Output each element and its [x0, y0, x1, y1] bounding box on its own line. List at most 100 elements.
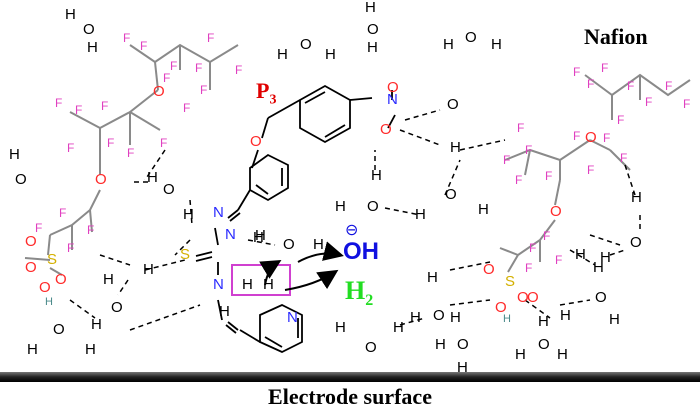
atom-label-o: O [365, 339, 377, 356]
hydroxide-label: OH [343, 238, 379, 265]
atom-label-s: S [180, 246, 191, 263]
atom-label-f: F [529, 241, 537, 255]
atom-label-h: H [183, 206, 194, 223]
atom-label-h: H [219, 303, 230, 320]
atom-label-h: H [393, 319, 404, 336]
atom-label-o: O [15, 171, 27, 188]
atom-label-f: F [123, 31, 131, 45]
electrode-bar [0, 372, 700, 382]
atom-label-f: F [35, 221, 43, 235]
hydrogen-bonds [69, 109, 641, 331]
atom-label-h: H [91, 316, 102, 333]
atom-label-f: F [87, 223, 95, 237]
atom-label-f: F [525, 143, 533, 157]
atom-label-hsmall: H [503, 313, 511, 325]
atom-label-n: N [213, 204, 224, 221]
atom-label-f: F [587, 163, 595, 177]
atom-label-f: F [620, 151, 628, 165]
atom-label-s: S [505, 273, 516, 290]
reaction-arrows [259, 241, 344, 291]
atom-label-f: F [627, 79, 635, 93]
atom-label-o: O [445, 186, 457, 203]
atom-label-o: O [283, 236, 295, 253]
atom-label-o: O [300, 36, 312, 53]
atom-label-n: N [287, 309, 298, 326]
atom-label-f: F [573, 129, 581, 143]
atom-label-f: F [683, 97, 691, 111]
atom-label-h: H [9, 146, 20, 163]
atom-label-h: H [143, 261, 154, 278]
atom-label-h: H [450, 139, 461, 156]
atom-label-o: O [25, 233, 37, 250]
atom-label-f: F [555, 253, 563, 267]
atom-label-o: O [447, 96, 459, 113]
atom-label-h: H [435, 336, 446, 353]
atom-label-h: H [491, 36, 502, 53]
atom-label-o: O [153, 83, 165, 100]
atom-label-h: H [147, 169, 158, 186]
atom-label-o: O [380, 121, 392, 138]
atom-label-h: H [478, 201, 489, 218]
right-nafion-backbone [499, 73, 691, 273]
atom-label-f: F [235, 63, 243, 77]
atom-label-h: H [515, 346, 526, 363]
atom-label-o: O [25, 259, 37, 276]
hydrogen-gas-label: H2 [345, 276, 373, 310]
atom-label-f: F [545, 169, 553, 183]
atom-label-h: H [27, 341, 38, 358]
atom-label-o: O [527, 289, 539, 306]
atom-label-o: O [53, 321, 65, 338]
atom-label-n: N [213, 276, 224, 293]
atom-label-o: O [495, 299, 507, 316]
atom-label-o: O [433, 307, 445, 324]
atom-label-hsmall: H [45, 296, 53, 308]
atom-label-o: O [111, 299, 123, 316]
atom-label-h: H [253, 229, 264, 246]
atom-label-h: H [443, 36, 454, 53]
atom-label-f: F [517, 121, 525, 135]
atom-label-f: F [587, 77, 595, 91]
atom-label-o: O [465, 29, 477, 46]
atom-label-f: F [207, 31, 215, 45]
atom-label-f: F [170, 59, 178, 73]
atom-label-h: H [371, 167, 382, 184]
atom-label-h: H [367, 39, 378, 56]
atom-label-h: H [557, 346, 568, 363]
atom-label-f: F [67, 141, 75, 155]
hydroxide-charge: ⊖ [345, 222, 359, 239]
atom-label-h: H [242, 276, 253, 293]
atom-label-f: F [160, 136, 168, 150]
atom-label-f: F [55, 96, 63, 110]
atom-label-h: H [575, 246, 586, 263]
atom-label-h: H [85, 341, 96, 358]
atom-label-h: H [87, 39, 98, 56]
nafion-label: Nafion [584, 24, 648, 49]
atom-label-h: H [631, 189, 642, 206]
atom-label-h: H [450, 309, 461, 326]
nitro-bonds [387, 90, 396, 129]
atom-label-f: F [163, 71, 171, 85]
left-nafion-backbone [24, 43, 239, 276]
atom-label-h: H [560, 307, 571, 324]
atom-label-f: F [140, 39, 148, 53]
p3-subscript: 3 [269, 92, 277, 108]
h2-subscript: 2 [365, 292, 374, 310]
atom-label-o: O [585, 129, 597, 146]
atom-label-h: H [427, 269, 438, 286]
atom-label-o: O [387, 79, 399, 96]
atom-label-o: O [595, 289, 607, 306]
atom-label-h: H [255, 227, 266, 244]
atom-label-h: H [415, 206, 426, 223]
highlight-box [231, 264, 291, 296]
atom-label-h: H [313, 236, 324, 253]
electrode-label: Electrode surface [268, 384, 432, 409]
atom-label-h: H [325, 46, 336, 63]
p3-letter: P [256, 78, 270, 103]
atom-label-f: F [183, 101, 191, 115]
atom-label-o: O [517, 289, 529, 306]
atom-label-f: F [67, 241, 75, 255]
atom-label-f: F [59, 206, 67, 220]
atom-label-h: H [277, 46, 288, 63]
